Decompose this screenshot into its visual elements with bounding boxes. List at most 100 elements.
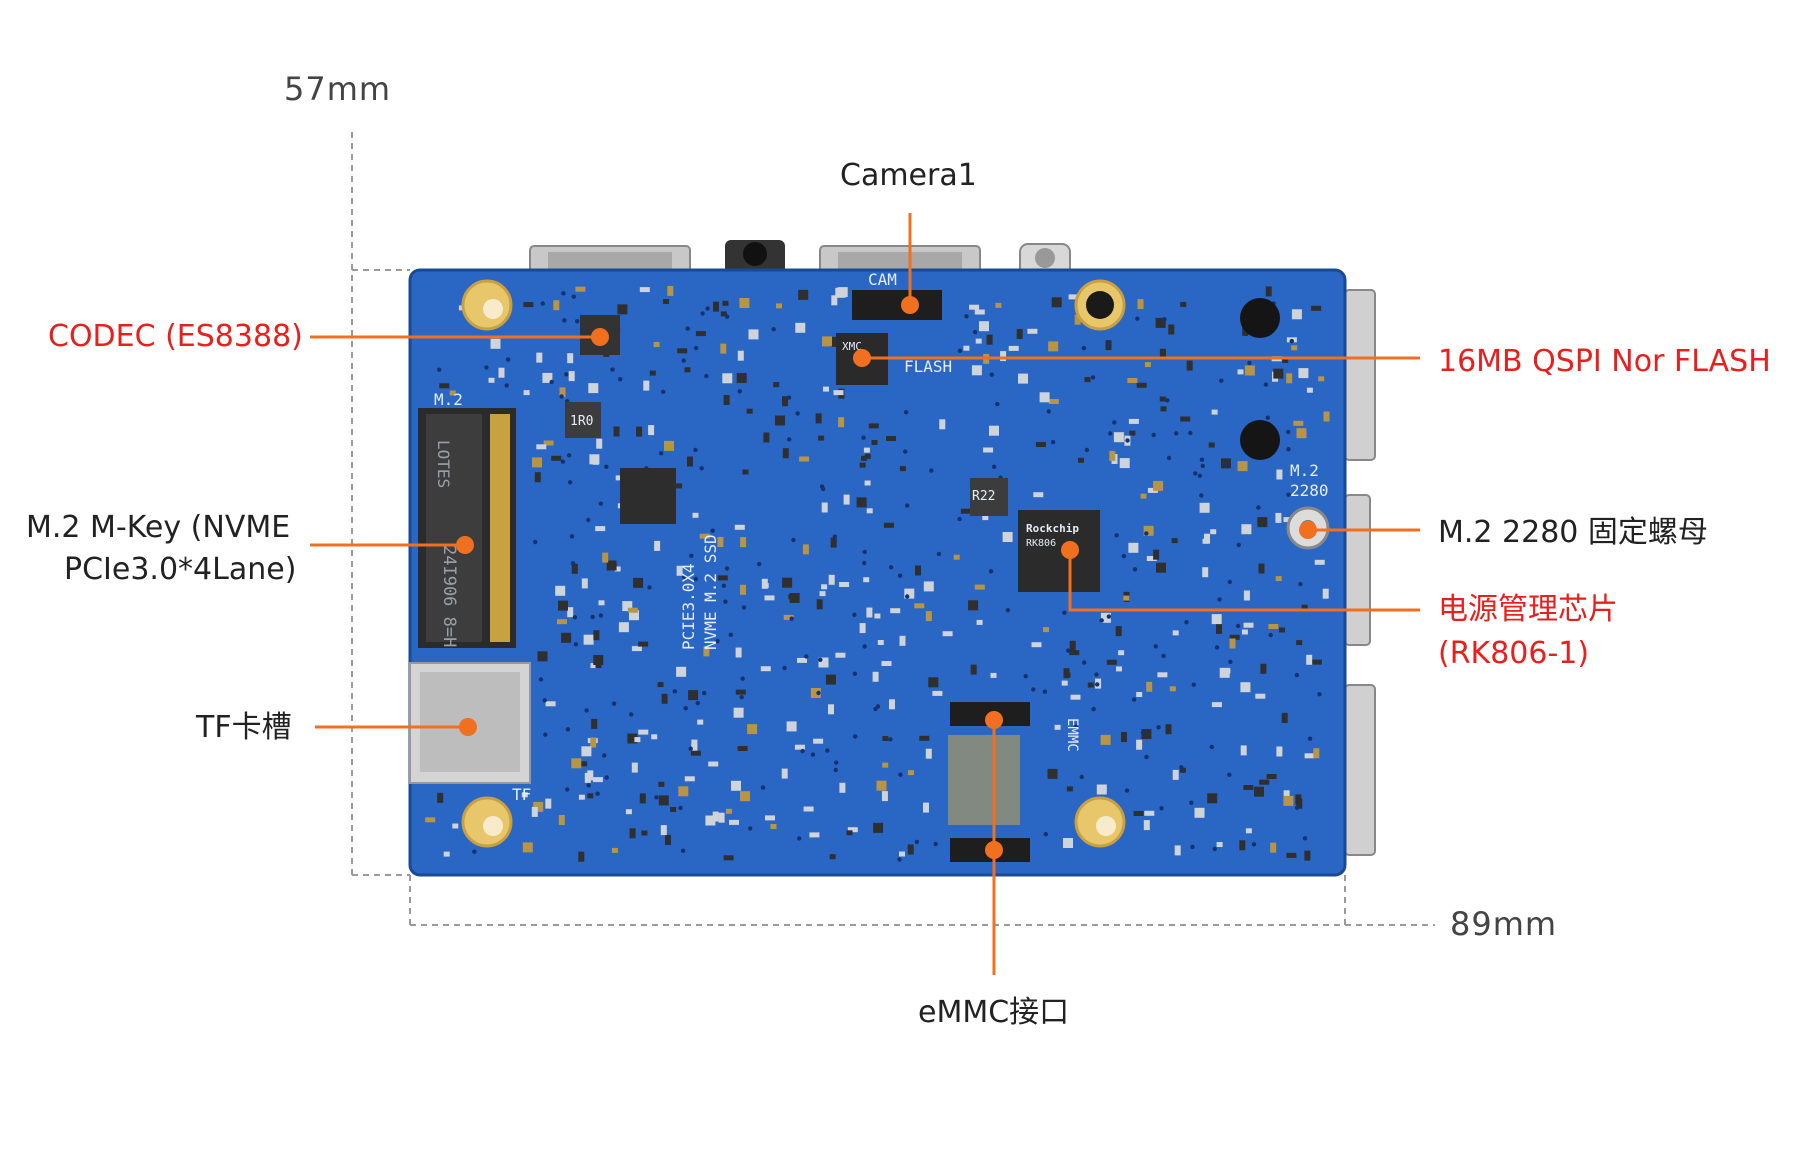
via bbox=[1005, 608, 1011, 613]
smd-component bbox=[919, 735, 930, 741]
smd-component bbox=[830, 537, 837, 548]
via bbox=[1189, 800, 1194, 805]
smd-component bbox=[760, 666, 771, 672]
via bbox=[1179, 765, 1184, 770]
smd-component bbox=[1258, 563, 1265, 574]
smd-component bbox=[914, 603, 925, 609]
smd-component bbox=[1078, 457, 1084, 463]
smd-component bbox=[735, 647, 742, 658]
smd-component bbox=[1229, 634, 1240, 640]
smd-component bbox=[1133, 811, 1144, 816]
smd-component bbox=[789, 593, 800, 603]
smd-component bbox=[742, 469, 749, 475]
smd-component bbox=[1304, 753, 1315, 759]
smd-component bbox=[786, 721, 797, 732]
smd-component bbox=[590, 663, 597, 669]
via bbox=[1042, 689, 1048, 694]
pcb-board bbox=[408, 268, 1347, 877]
smd-component bbox=[625, 809, 632, 815]
via bbox=[957, 516, 962, 522]
smd-component bbox=[575, 286, 586, 292]
via bbox=[1162, 317, 1167, 322]
via bbox=[543, 732, 548, 737]
via bbox=[853, 734, 858, 739]
smd-component bbox=[810, 688, 821, 698]
smd-component bbox=[764, 595, 775, 601]
silk-pcie: PCIE3.0X4 bbox=[679, 563, 698, 650]
smd-component bbox=[533, 801, 544, 812]
smd-component bbox=[1087, 682, 1094, 688]
smd-component bbox=[687, 456, 693, 467]
via bbox=[1079, 774, 1085, 780]
main-chip bbox=[620, 468, 676, 524]
smd-component bbox=[1068, 294, 1079, 300]
smd-component bbox=[1318, 376, 1325, 382]
smd-component bbox=[995, 302, 1002, 308]
smd-component bbox=[815, 413, 822, 424]
smd-component bbox=[641, 830, 648, 836]
smd-component bbox=[990, 672, 997, 678]
smd-component bbox=[868, 423, 879, 429]
smd-component bbox=[676, 666, 687, 677]
via bbox=[995, 401, 1000, 407]
smd-component bbox=[1306, 387, 1313, 393]
smd-component bbox=[904, 588, 915, 599]
via bbox=[575, 319, 580, 324]
via bbox=[933, 841, 938, 847]
smd-component bbox=[1291, 309, 1302, 320]
smd-component bbox=[692, 512, 699, 518]
smd-component bbox=[1051, 297, 1062, 308]
smd-component bbox=[1243, 785, 1254, 790]
smd-component bbox=[578, 794, 585, 800]
via bbox=[1317, 692, 1322, 697]
smd-component bbox=[821, 584, 828, 590]
smd-component bbox=[1296, 428, 1307, 439]
smd-component bbox=[1313, 748, 1320, 759]
smd-component bbox=[723, 395, 730, 405]
via bbox=[897, 573, 903, 578]
smd-component bbox=[1204, 533, 1210, 544]
smd-component bbox=[1100, 612, 1111, 623]
via bbox=[1227, 579, 1233, 585]
smd-component bbox=[907, 844, 914, 855]
via bbox=[1135, 316, 1140, 321]
smd-component bbox=[828, 574, 835, 585]
smd-component bbox=[1179, 767, 1186, 773]
callout-tf: TF卡槽 bbox=[196, 710, 292, 745]
via bbox=[1156, 725, 1161, 730]
smd-component bbox=[639, 793, 646, 804]
via bbox=[1199, 457, 1205, 462]
smd-component bbox=[1016, 329, 1023, 339]
smd-component bbox=[1100, 734, 1111, 745]
smd-component bbox=[740, 584, 746, 595]
smd-component bbox=[803, 806, 814, 812]
smd-component bbox=[1000, 351, 1007, 362]
smd-component bbox=[663, 299, 669, 304]
smd-component bbox=[1002, 532, 1013, 542]
smd-component bbox=[1115, 626, 1122, 637]
smd-component bbox=[989, 425, 999, 436]
via bbox=[566, 453, 572, 458]
smd-component bbox=[676, 483, 683, 489]
smd-component bbox=[658, 795, 669, 806]
via bbox=[559, 394, 564, 399]
via bbox=[505, 357, 511, 362]
smd-component bbox=[1243, 622, 1254, 628]
via bbox=[693, 447, 698, 453]
smd-component bbox=[876, 780, 887, 791]
silk-xmc: XMC bbox=[842, 340, 862, 353]
smd-component bbox=[1153, 549, 1160, 560]
via bbox=[604, 775, 609, 780]
smd-component bbox=[1275, 576, 1282, 582]
smd-component bbox=[1260, 663, 1267, 674]
smd-component bbox=[881, 791, 888, 802]
smd-component bbox=[571, 758, 582, 769]
smd-component bbox=[664, 440, 674, 451]
via bbox=[629, 712, 634, 717]
smd-component bbox=[798, 289, 809, 300]
smd-component bbox=[932, 690, 943, 696]
smd-component bbox=[1063, 838, 1073, 848]
smd-component bbox=[1186, 360, 1193, 371]
via bbox=[810, 752, 816, 757]
smd-component bbox=[818, 435, 825, 441]
